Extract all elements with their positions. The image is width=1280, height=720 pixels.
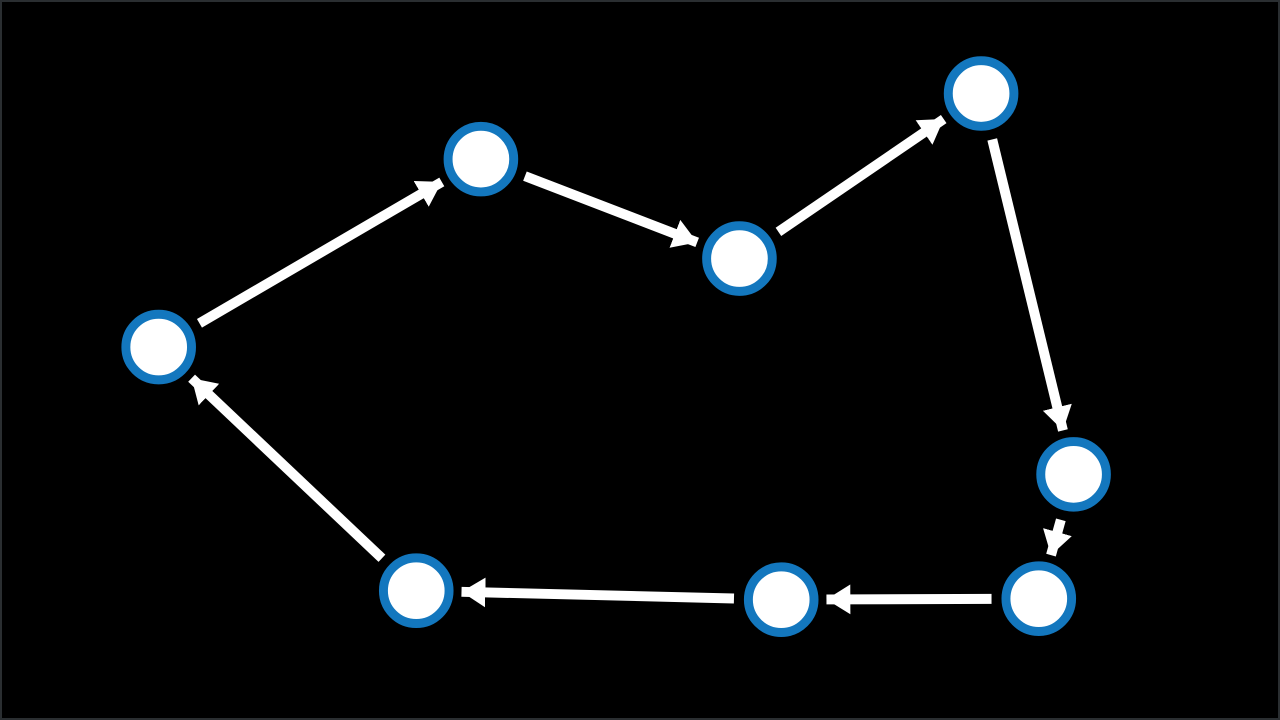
graph-edge-n6-n7 — [826, 584, 992, 615]
graph-node-n1 — [121, 309, 196, 385]
graph-edge-n3-n4 — [775, 114, 947, 237]
graph-node-n3 — [702, 221, 777, 296]
graph-node-n7 — [743, 562, 819, 637]
graph-node-n2 — [443, 121, 519, 197]
graph-node-n8 — [378, 553, 454, 629]
graph-node-n6 — [1001, 561, 1077, 636]
graph-edge-n5-n6 — [1043, 518, 1072, 557]
graph-edge-n7-n8 — [461, 577, 735, 608]
graph-edge-n1-n2 — [196, 177, 445, 328]
graph-node-n5 — [1036, 437, 1111, 512]
graph-edge-n2-n3 — [523, 171, 699, 248]
graph-node-n4 — [943, 56, 1019, 131]
graph-edge-n8-n1 — [188, 374, 386, 562]
graph-edge-n4-n5 — [987, 138, 1072, 432]
